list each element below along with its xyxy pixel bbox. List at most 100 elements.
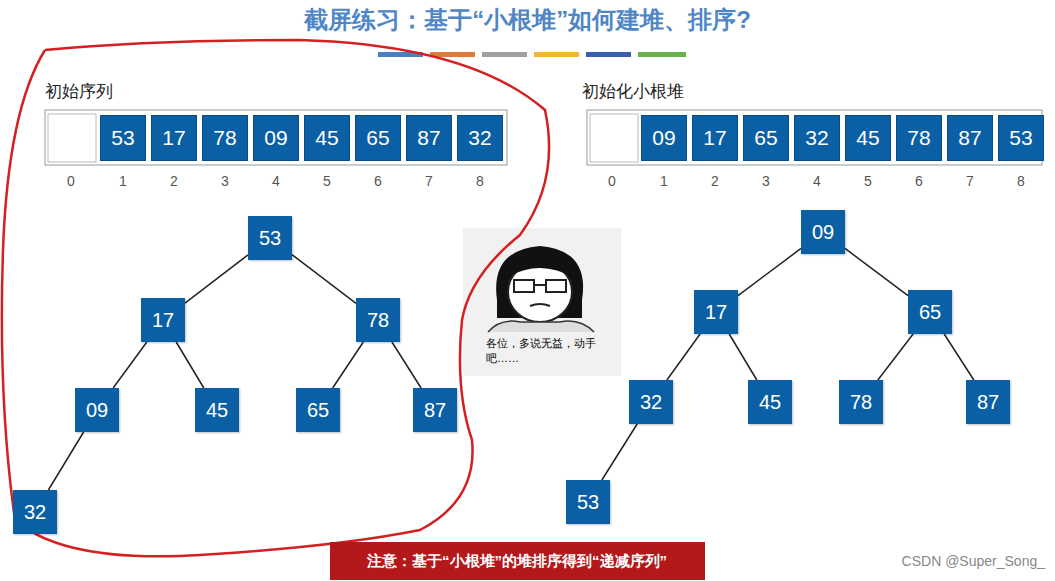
tree-edge (944, 334, 974, 380)
node-text: 32 (468, 126, 491, 150)
tree-edge (729, 334, 757, 380)
tree-edge (667, 334, 700, 380)
array-cell: 32 (457, 115, 503, 161)
heap-node: 65 (296, 388, 340, 432)
index-number: 2 (711, 173, 719, 189)
heap-node: 87 (413, 388, 457, 432)
node-text: 65 (919, 301, 941, 324)
tree-edge (392, 342, 421, 388)
array-cell: 87 (947, 115, 993, 161)
index-number: 3 (221, 173, 229, 189)
array-cell: 09 (641, 115, 687, 161)
tree-edge (602, 424, 637, 480)
tree-edge (48, 432, 83, 490)
array-cell: 45 (845, 115, 891, 161)
node-text: 78 (213, 126, 236, 150)
array-cell: 78 (202, 115, 248, 161)
node-text: 87 (977, 391, 999, 414)
array-cell: 65 (743, 115, 789, 161)
node-text: 09 (86, 399, 108, 422)
node-text: 65 (307, 399, 329, 422)
array-cell: 65 (355, 115, 401, 161)
node-text: 17 (162, 126, 185, 150)
heap-node: 45 (195, 388, 239, 432)
tree-edge (113, 342, 147, 388)
node-text: 78 (907, 126, 930, 150)
meme-illustration (463, 228, 621, 376)
node-text: 45 (206, 399, 228, 422)
section-label: 初始序列 (45, 80, 113, 103)
heap-node: 09 (801, 210, 845, 254)
node-text: 45 (315, 126, 338, 150)
node-text: 65 (366, 126, 389, 150)
tree-edge (292, 255, 356, 304)
tree-edge (185, 255, 248, 303)
heap-node: 87 (966, 380, 1010, 424)
node-text: 53 (259, 227, 281, 250)
node-text: 87 (417, 126, 440, 150)
node-text: 53 (111, 126, 134, 150)
index-number: 5 (323, 173, 331, 189)
index-number: 8 (476, 173, 484, 189)
node-text: 87 (958, 126, 981, 150)
heap-node: 53 (566, 480, 610, 524)
index-number: 1 (119, 173, 127, 189)
node-text: 32 (805, 126, 828, 150)
hand-drawn-loop (2, 40, 549, 556)
node-text: 09 (812, 221, 834, 244)
array-cell: 53 (998, 115, 1044, 161)
array-cell: 53 (100, 115, 146, 161)
index-number: 5 (864, 173, 872, 189)
array-cell: 17 (692, 115, 738, 161)
node-text: 17 (703, 126, 726, 150)
index-number: 4 (272, 173, 280, 189)
node-text: 17 (152, 309, 174, 332)
node-text: 53 (577, 491, 599, 514)
node-text: 17 (705, 301, 727, 324)
node-text: 09 (264, 126, 287, 150)
heap-node: 53 (248, 216, 292, 260)
speech-text: 各位，多说无益，动手吧…… (486, 336, 612, 366)
heap-node: 32 (629, 380, 673, 424)
array-cell: 32 (794, 115, 840, 161)
index-number: 4 (813, 173, 821, 189)
section-label: 初始化小根堆 (582, 80, 684, 103)
index-number: 7 (966, 173, 974, 189)
heap-node: 78 (356, 298, 400, 342)
tree-edge (176, 342, 204, 388)
tree-edge (738, 248, 801, 295)
index-number: 1 (660, 173, 668, 189)
node-text: 45 (856, 126, 879, 150)
node-text: 53 (1009, 126, 1032, 150)
node-text: 09 (652, 126, 675, 150)
note-banner: 注意：基于“小根堆”的堆排序得到“递减序列” (330, 542, 705, 580)
index-number: 2 (170, 173, 178, 189)
watermark: CSDN @Super_Song_ (902, 553, 1045, 569)
index-number: 0 (608, 173, 616, 189)
title: 截屏练习：基于“小根堆”如何建堆、排序? (0, 4, 1055, 36)
index-number: 6 (915, 173, 923, 189)
node-text: 65 (754, 126, 777, 150)
index-number: 6 (374, 173, 382, 189)
node-text: 32 (24, 501, 46, 524)
heap-node: 78 (839, 380, 883, 424)
array-cell: 87 (406, 115, 452, 161)
array-cell: 17 (151, 115, 197, 161)
node-text: 45 (759, 391, 781, 414)
heap-node: 65 (908, 290, 952, 334)
heap-node: 17 (694, 290, 738, 334)
node-text: 32 (640, 391, 662, 414)
heap-node: 09 (75, 388, 119, 432)
index-number: 7 (425, 173, 433, 189)
index-number: 3 (762, 173, 770, 189)
node-text: 注意：基于“小根堆”的堆排序得到“递减序列” (367, 552, 667, 571)
index-number: 0 (67, 173, 75, 189)
heap-node: 17 (141, 298, 185, 342)
node-text: 78 (367, 309, 389, 332)
array-frame (45, 110, 1042, 165)
index-number: 8 (1017, 173, 1025, 189)
array-cell: 78 (896, 115, 942, 161)
heap-node: 32 (13, 490, 57, 534)
